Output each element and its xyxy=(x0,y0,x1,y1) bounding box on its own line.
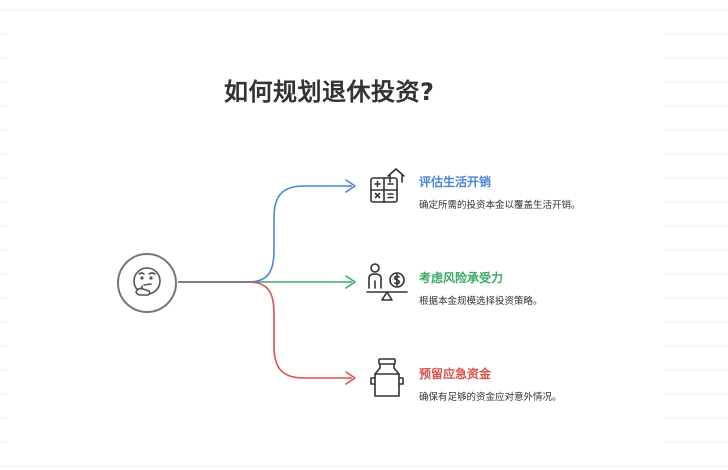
branch-line-3 xyxy=(247,281,352,379)
calculator-house-icon xyxy=(370,168,405,203)
branch-title-3: 预留应急资金 xyxy=(419,367,492,381)
branch-title-1: 评估生活开销 xyxy=(419,175,492,189)
branch-arrow-3 xyxy=(345,371,356,385)
branch-arrow-2 xyxy=(345,275,356,289)
thinking-face-icon xyxy=(117,253,177,313)
diagram-title: 如何规划退休投资? xyxy=(224,78,435,106)
branch-desc-1: 确定所需的投资本金以覆盖生活开销。 xyxy=(419,200,581,211)
branch-desc-3: 确保有足够的资金应对意外情况。 xyxy=(419,392,562,403)
branch-desc-2: 根据本金规模选择投资策略。 xyxy=(419,296,543,307)
branch-arrow-1 xyxy=(345,179,356,193)
milk-can-icon xyxy=(370,358,404,397)
branch-line-1 xyxy=(247,185,352,283)
branch-title-2: 考虑风险承受力 xyxy=(419,271,504,285)
person-scale-dollar-icon xyxy=(366,263,408,301)
